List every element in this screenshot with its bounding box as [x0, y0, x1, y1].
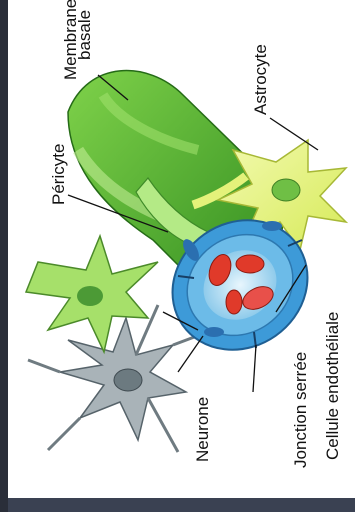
label-pericyte: Péricyte	[49, 144, 68, 205]
label-neurone: Neurone	[193, 397, 212, 462]
diagram-panel: Membrane basale Astrocyte Péricyte Cellu…	[8, 0, 355, 498]
blood-brain-barrier-diagram: Membrane basale Astrocyte Péricyte Cellu…	[8, 0, 355, 498]
label-jonction-serree: Jonction serrée	[291, 352, 310, 468]
astrocyte-end-foot-left	[26, 236, 158, 352]
label-astrocyte: Astrocyte	[251, 44, 270, 115]
label-cellule-endotheliale: Cellule endothéliale	[323, 312, 342, 460]
label-membrane-line2: basale	[75, 10, 94, 60]
